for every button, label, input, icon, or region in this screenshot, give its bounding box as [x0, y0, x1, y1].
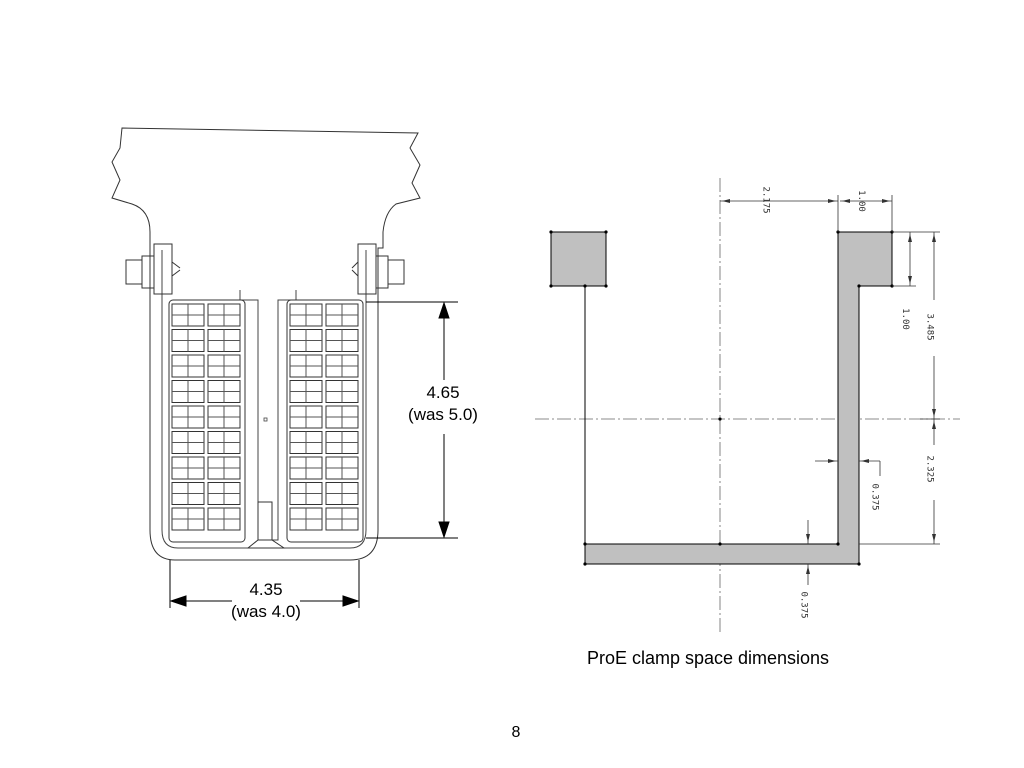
- module-cell: [207, 303, 241, 327]
- bolt-left: [125, 243, 181, 295]
- module-cell: [289, 380, 323, 403]
- height-dim-label: 4.65 (was 5.0): [398, 382, 488, 426]
- width-dim-label: 4.35 (was 4.0): [220, 579, 312, 623]
- module-cell: [289, 405, 323, 429]
- module-cell: [171, 431, 205, 454]
- module-cell: [289, 329, 323, 352]
- module-cell: [325, 431, 359, 454]
- module-cell: [207, 329, 241, 352]
- module-cell: [207, 456, 241, 480]
- module-cell: [325, 329, 359, 352]
- module-cell: [325, 507, 359, 531]
- module-cell: [289, 507, 323, 531]
- width-dim-value: 4.35: [249, 580, 283, 599]
- module-cell: [289, 456, 323, 480]
- bolt-right: [351, 243, 405, 295]
- height-dim-value: 4.65: [426, 383, 460, 402]
- module-grid-right: [286, 299, 364, 543]
- module-cell: [207, 431, 241, 454]
- module-frame: [286, 299, 364, 543]
- module-cell: [207, 482, 241, 505]
- center-mark: [263, 417, 268, 422]
- module-cell: [325, 303, 359, 327]
- countersunk-screw: [246, 501, 286, 549]
- module-cell: [289, 431, 323, 454]
- page-number: 8: [511, 724, 521, 741]
- module-cell: [207, 405, 241, 429]
- dim-wall-thickness: 0.375: [869, 483, 880, 511]
- module-cell: [171, 380, 205, 403]
- module-cell: [325, 354, 359, 378]
- module-grid-left: [168, 299, 246, 543]
- module-cell: [289, 303, 323, 327]
- dim-bottom-thickness: 0.375: [798, 591, 809, 619]
- module-cell: [171, 354, 205, 378]
- profile-dimension-arrows: [722, 199, 936, 574]
- drawing-caption: ProE clamp space dimensions: [586, 648, 830, 668]
- module-cell: [171, 507, 205, 531]
- dim-flange-width: 1.00: [855, 190, 866, 212]
- module-cell: [207, 380, 241, 403]
- clamp-body-outline: [111, 127, 421, 561]
- module-cell: [325, 380, 359, 403]
- dim-flange-height: 1.00: [899, 308, 910, 330]
- module-cell: [171, 456, 205, 480]
- module-cell: [289, 354, 323, 378]
- module-cell: [325, 482, 359, 505]
- height-dim-was: (was 5.0): [408, 405, 478, 424]
- profile-dimension-lines: [720, 195, 940, 585]
- module-cell: [207, 507, 241, 531]
- dim-lower-height: 2.325: [924, 455, 935, 483]
- module-cell: [289, 482, 323, 505]
- module-cell: [207, 354, 241, 378]
- module-cell: [171, 329, 205, 352]
- dim-half-width: 2.175: [760, 186, 771, 214]
- module-cell: [171, 303, 205, 327]
- dim-upper-height: 3.485: [924, 313, 935, 341]
- height-dimension: [366, 301, 458, 539]
- module-cell: [171, 482, 205, 505]
- module-cell: [325, 456, 359, 480]
- module-cell: [171, 405, 205, 429]
- width-dim-was: (was 4.0): [231, 602, 301, 621]
- width-dimension: [169, 560, 360, 608]
- module-frame: [168, 299, 246, 543]
- u-profile-shape: [550, 231, 893, 565]
- module-cell: [325, 405, 359, 429]
